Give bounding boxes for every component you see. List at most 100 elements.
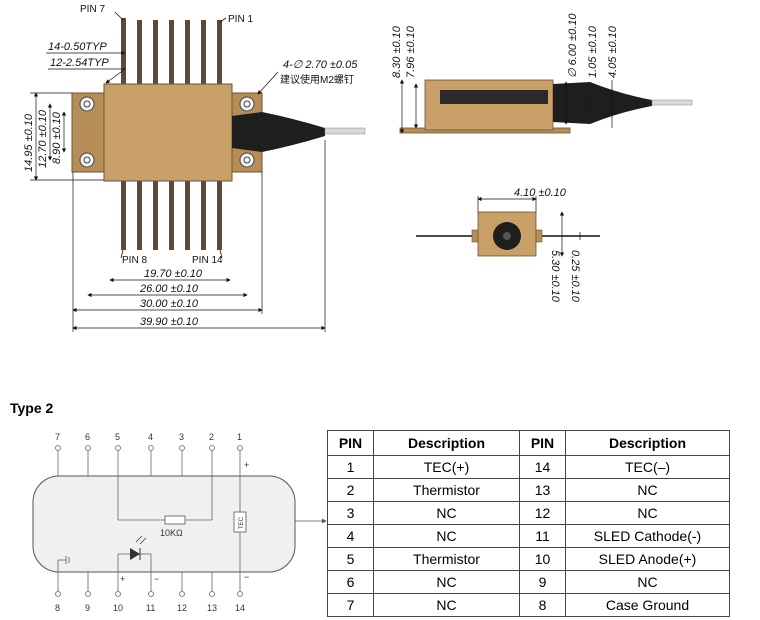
side-dim-5: 4.05 ±0.10 bbox=[607, 25, 619, 78]
bottom-pins bbox=[120, 172, 223, 259]
table-cell: 8 bbox=[519, 593, 566, 617]
package-side-view bbox=[399, 79, 693, 134]
table-cell: NC bbox=[373, 593, 520, 617]
table-cell: 14 bbox=[519, 455, 566, 479]
pin-number: 7 bbox=[55, 432, 60, 442]
end-dim-3: 0.25 ±0.10 bbox=[569, 250, 581, 303]
table-row: 6 NC 9 NC bbox=[327, 570, 730, 594]
table-row: 2 Thermistor 13 NC bbox=[327, 478, 730, 502]
header-pin: PIN bbox=[327, 430, 374, 456]
mount-hole-icon bbox=[239, 96, 255, 112]
table-cell: 9 bbox=[519, 570, 566, 594]
tec-label: TEC bbox=[239, 516, 245, 529]
header-description: Description bbox=[565, 430, 730, 456]
table-cell: NC bbox=[373, 501, 520, 525]
pin-number: 1 bbox=[237, 432, 242, 442]
table-cell: Thermistor bbox=[373, 547, 520, 571]
package-end-view bbox=[416, 211, 600, 257]
pin-number: 13 bbox=[207, 603, 217, 613]
width-dim-1: 19.70 ±0.10 bbox=[144, 268, 203, 280]
table-cell: 6 bbox=[327, 570, 374, 594]
table-cell: Case Ground bbox=[565, 593, 730, 617]
table-cell: TEC(+) bbox=[373, 455, 520, 479]
vertical-dimensions bbox=[30, 92, 104, 181]
pin14-label: PIN 14 bbox=[192, 255, 223, 266]
sled-plus: + bbox=[120, 574, 125, 584]
side-dim-3: ∅ 6.00 ±0.10 bbox=[567, 13, 579, 78]
resistor-label: 10KΩ bbox=[160, 528, 183, 538]
height-dim-3: 8.90 ±0.10 bbox=[51, 111, 63, 164]
table-cell: SLED Cathode(-) bbox=[565, 524, 730, 548]
table-cell: 3 bbox=[327, 501, 374, 525]
width-dim-3: 30.00 ±0.10 bbox=[140, 298, 199, 310]
pin-number: 4 bbox=[148, 432, 153, 442]
pin-number: 3 bbox=[179, 432, 184, 442]
pin-number: 11 bbox=[146, 603, 155, 613]
pin-number: 8 bbox=[55, 603, 60, 613]
table-cell: 5 bbox=[327, 547, 374, 571]
table-cell: NC bbox=[565, 501, 730, 525]
table-cell: 2 bbox=[327, 478, 374, 502]
table-cell: Thermistor bbox=[373, 478, 520, 502]
pin7-label: PIN 7 bbox=[80, 4, 105, 15]
table-cell: 11 bbox=[519, 524, 566, 548]
pin-number: 12 bbox=[177, 603, 187, 613]
schematic-bottom-pin-numbers: 8 9 10 11 12 13 14 bbox=[55, 603, 245, 613]
table-cell: TEC(–) bbox=[565, 455, 730, 479]
pinout-schematic: 10KΩ TEC + − + − 7 6 5 4 3 2 1 8 9 10 11… bbox=[32, 432, 327, 613]
width-dim-2: 26.00 ±0.10 bbox=[139, 283, 199, 295]
top-pins bbox=[114, 11, 227, 93]
pin-number: 14 bbox=[235, 603, 245, 613]
table-row: 4 NC 11 SLED Cathode(-) bbox=[327, 524, 730, 548]
mount-hole-icon bbox=[79, 96, 95, 112]
table-cell: 12 bbox=[519, 501, 566, 525]
pin1-label: PIN 1 bbox=[228, 14, 253, 25]
table-header-row: PIN Description PIN Description bbox=[327, 430, 730, 456]
horizontal-dimensions bbox=[72, 140, 326, 332]
table-cell: NC bbox=[373, 524, 520, 548]
schematic-top-pin-numbers: 7 6 5 4 3 2 1 bbox=[55, 432, 242, 442]
table-cell: NC bbox=[565, 570, 730, 594]
pin-number: 2 bbox=[209, 432, 214, 442]
screw-note: 建议使用M2螺钉 bbox=[280, 73, 354, 86]
mechanical-drawing: PIN 7 PIN 1 PIN 8 PIN 14 bbox=[23, 4, 693, 332]
end-dim-2: 5.30 ±0.10 bbox=[549, 250, 561, 303]
tec-minus: − bbox=[244, 572, 249, 582]
table-cell: SLED Anode(+) bbox=[565, 547, 730, 571]
thermistor-resistor bbox=[164, 515, 186, 525]
pin-number: 10 bbox=[113, 603, 123, 613]
table-cell: NC bbox=[373, 570, 520, 594]
header-description: Description bbox=[373, 430, 520, 456]
pin-pitch-dim: 12-2.54TYP bbox=[50, 57, 109, 69]
mount-hole-icon bbox=[79, 152, 95, 168]
table-cell: 1 bbox=[327, 455, 374, 479]
table-cell: 4 bbox=[327, 524, 374, 548]
package-top-view bbox=[71, 83, 366, 182]
table-cell: 7 bbox=[327, 593, 374, 617]
type-label: Type 2 bbox=[10, 400, 54, 416]
pin-number: 9 bbox=[85, 603, 90, 613]
pin8-label: PIN 8 bbox=[122, 255, 147, 266]
end-dim-1: 4.10 ±0.10 bbox=[514, 187, 567, 199]
height-dim-2: 12.70 ±0.10 bbox=[37, 109, 49, 168]
side-dim-4: 1.05 ±0.10 bbox=[587, 25, 599, 78]
header-pin: PIN bbox=[519, 430, 566, 456]
width-dim-4: 39.90 ±0.10 bbox=[140, 316, 199, 328]
table-row: 7 NC 8 Case Ground bbox=[327, 593, 730, 617]
table-cell: 10 bbox=[519, 547, 566, 571]
tec-plus: + bbox=[244, 460, 249, 470]
side-dim-1: 8.30 ±0.10 bbox=[391, 25, 403, 78]
sled-minus: − bbox=[154, 574, 159, 584]
hole-dimension: 4-∅ 2.70 ±0.05 bbox=[283, 59, 358, 71]
mount-hole-icon bbox=[239, 152, 255, 168]
pin-number: 5 bbox=[115, 432, 120, 442]
table-row: 5 Thermistor 10 SLED Anode(+) bbox=[327, 547, 730, 571]
table-cell: 13 bbox=[519, 478, 566, 502]
tec-element bbox=[233, 511, 247, 533]
table-row: 3 NC 12 NC bbox=[327, 501, 730, 525]
pin-description-table: PIN Description PIN Description 1 TEC(+)… bbox=[327, 430, 730, 617]
table-row: 1 TEC(+) 14 TEC(–) bbox=[327, 455, 730, 479]
pin-width-dim: 14-0.50TYP bbox=[48, 41, 107, 53]
height-dim-1: 14.95 ±0.10 bbox=[23, 113, 35, 172]
pin-number: 6 bbox=[85, 432, 90, 442]
